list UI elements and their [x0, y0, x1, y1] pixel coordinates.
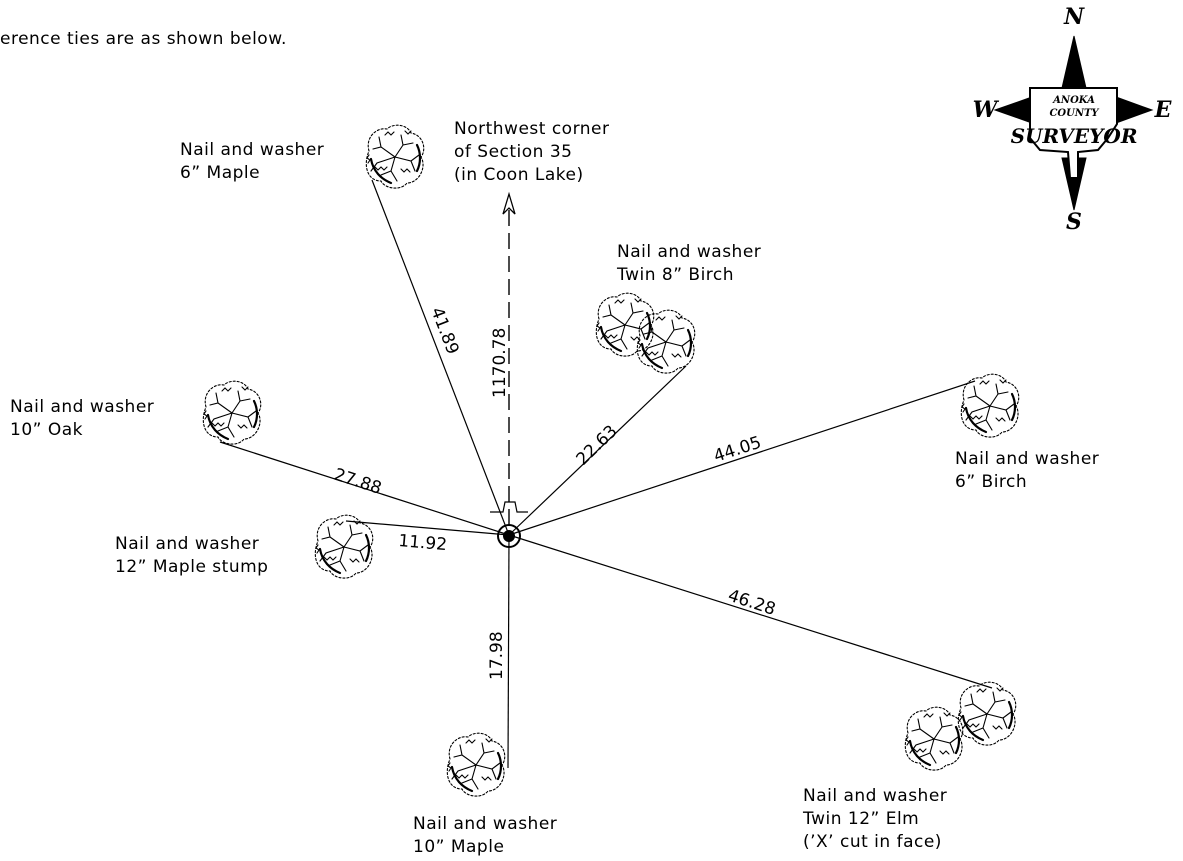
tie-label-line: Nail and washer — [115, 534, 259, 554]
tie-label-line: Nail and washer — [180, 140, 324, 160]
tie-label-line: Nail and washer — [617, 242, 761, 262]
tree-elm-twin-12-a — [904, 706, 964, 772]
tie-label-birch-twin-8: Nail and washer Twin 8” Birch — [616, 242, 761, 285]
compass-west-label: W — [973, 97, 1000, 123]
corner-label: Northwest corner of Section 35 (in Coon … — [454, 119, 610, 185]
corner-label-line-3: (in Coon Lake) — [454, 165, 584, 185]
distance-maple-6: 41.89 — [426, 305, 462, 358]
tie-line-maple-10 — [507, 534, 510, 769]
tie-label-oak-10: Nail and washer 10” Oak — [10, 397, 154, 440]
north-point-icon — [1061, 35, 1087, 89]
tree-elm-twin-12-b — [957, 681, 1017, 747]
tie-label-maple-6: Nail and washer 6” Maple — [180, 140, 324, 183]
badge-line-2: COUNTY — [1049, 108, 1099, 119]
tie-lines — [219, 179, 993, 769]
corner-direction-line — [490, 191, 528, 525]
badge-line-1: ANOKA — [1052, 95, 1095, 106]
tree-oak-10 — [202, 380, 262, 446]
tree-birch-twin-8-b — [636, 309, 696, 375]
tie-line-maple-stump-12 — [345, 520, 510, 536]
tie-label-elm-twin-12: Nail and washer Twin 12” Elm (’X’ cut in… — [802, 786, 947, 852]
compass-rose: ANOKA COUNTY SURVEYOR N S W E — [973, 4, 1173, 235]
tree-maple-stump-12 — [314, 514, 374, 580]
tie-label-maple-10: Nail and washer 10” Maple — [413, 814, 557, 857]
arrow-up-icon — [502, 191, 516, 215]
tie-label-line: Twin 8” Birch — [616, 265, 734, 285]
tie-line-oak-10 — [219, 441, 510, 536]
distance-birch-twin-8: 22.63 — [573, 421, 622, 469]
corner-label-line-1: Northwest corner — [454, 119, 610, 139]
tie-label-line: 10” Oak — [10, 420, 83, 440]
county-outline-icon — [1029, 87, 1118, 179]
distance-maple-stump-12: 11.92 — [398, 531, 448, 555]
tie-label-line: (’X’ cut in face) — [803, 832, 942, 852]
tie-label-line: Nail and washer — [955, 449, 1099, 469]
tie-label-birch-6: Nail and washer 6” Birch — [955, 449, 1099, 492]
distance-birch-6: 44.05 — [711, 433, 763, 467]
east-point-icon — [1115, 96, 1154, 124]
compass-north-label: N — [1063, 4, 1085, 30]
tie-line-elm-twin-12 — [508, 534, 993, 689]
tie-label-line: 6” Maple — [180, 163, 260, 183]
distance-corner: 1170.78 — [490, 328, 510, 398]
distance-oak-10: 27.88 — [331, 465, 383, 499]
tie-label-line: Nail and washer — [10, 397, 154, 417]
tree-maple-10 — [446, 732, 506, 798]
distance-elm-twin-12: 46.28 — [725, 586, 777, 620]
corner-label-line-2: of Section 35 — [454, 142, 573, 162]
badge-line-3: SURVEYOR — [1011, 124, 1138, 148]
tie-label-line: 6” Birch — [955, 472, 1027, 492]
breakline-symbol — [490, 501, 528, 513]
tie-label-maple-stump-12: Nail and washer 12” Maple stump — [115, 534, 268, 577]
monument-symbol — [497, 524, 521, 548]
tie-label-line: Twin 12” Elm — [802, 809, 919, 829]
distance-maple-10: 17.98 — [487, 631, 507, 680]
tie-label-line: 10” Maple — [413, 837, 504, 857]
tree-birch-6 — [960, 373, 1020, 439]
tie-label-line: 12” Maple stump — [115, 557, 268, 577]
header-text: erence ties are as shown below. — [0, 29, 287, 49]
tree-maple-6 — [365, 124, 425, 190]
compass-east-label: E — [1154, 97, 1173, 123]
west-point-icon — [993, 96, 1033, 124]
tree-birch-twin-8-a — [595, 292, 655, 358]
tie-label-line: Nail and washer — [413, 814, 557, 834]
tie-line-maple-6 — [371, 179, 510, 536]
compass-south-label: S — [1066, 209, 1082, 235]
tie-line-birch-6 — [508, 380, 976, 536]
tie-label-line: Nail and washer — [803, 786, 947, 806]
tie-line-birch-twin-8 — [508, 365, 687, 536]
